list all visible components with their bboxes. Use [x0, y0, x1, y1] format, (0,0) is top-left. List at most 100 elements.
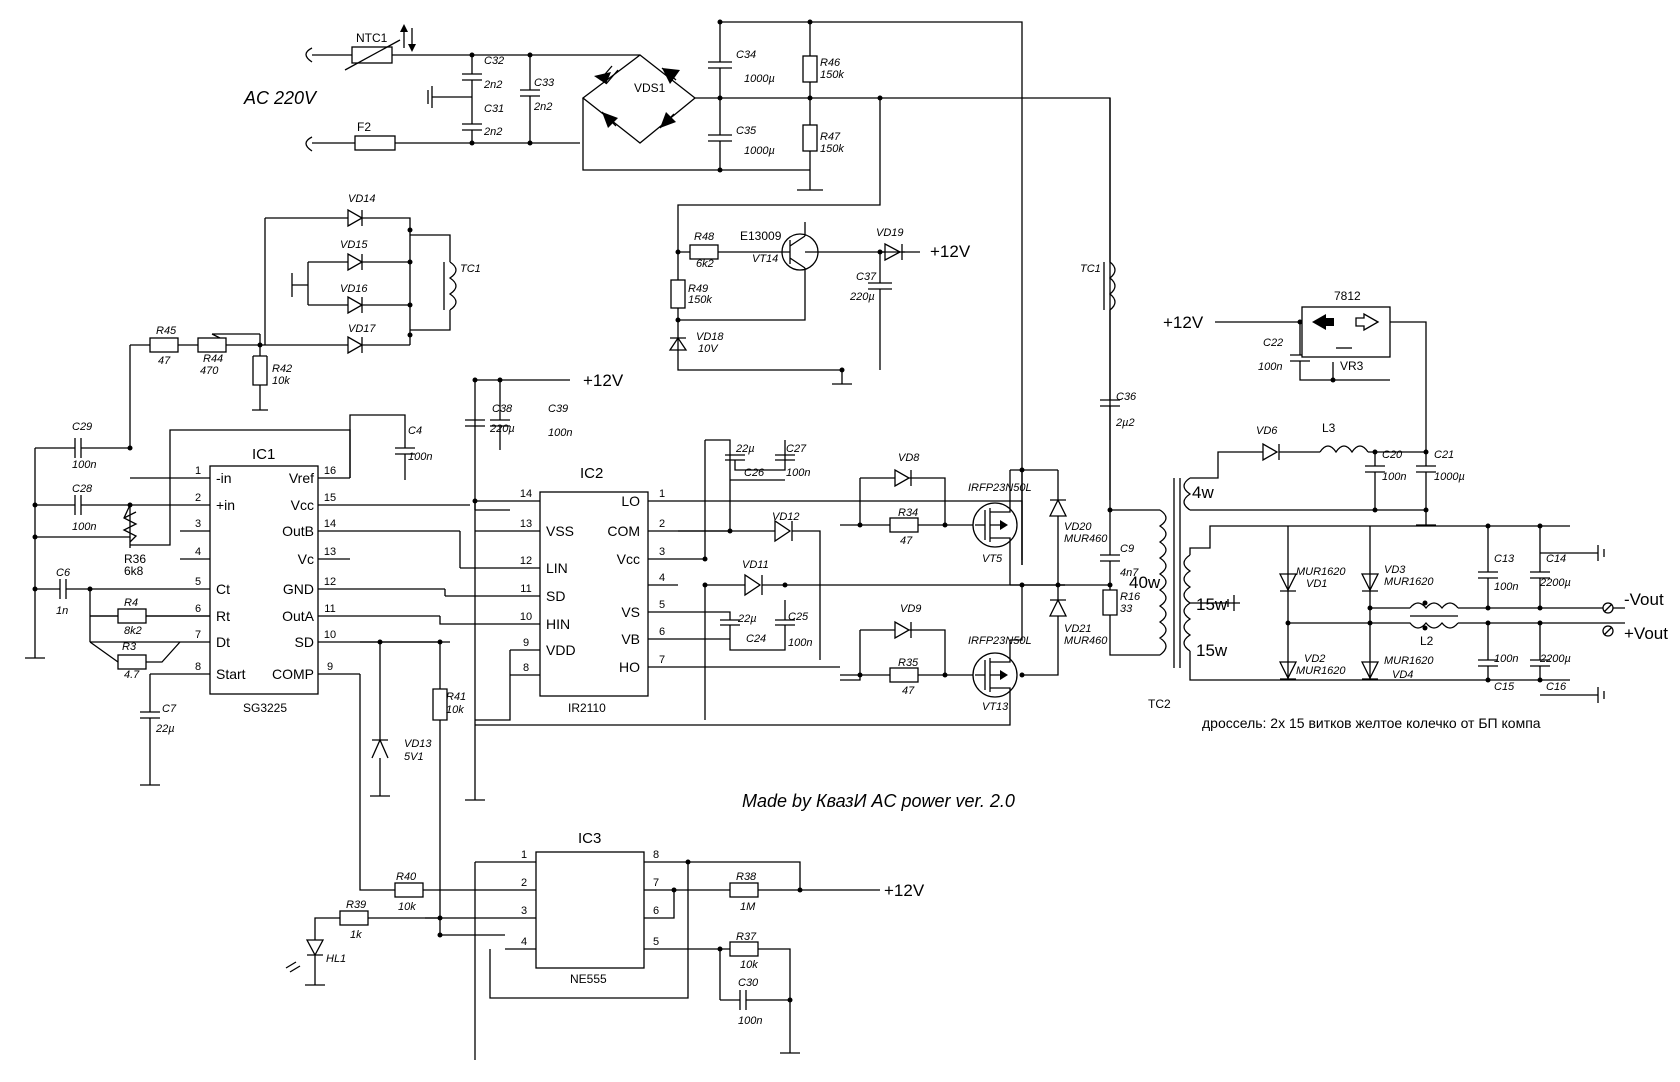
c13-value: 100n	[1494, 581, 1518, 593]
c9-value: 4n7	[1120, 567, 1139, 579]
c9-label: C9	[1120, 543, 1134, 555]
vt13-label: VT13	[982, 701, 1009, 713]
vd20-value: MUR460	[1064, 533, 1108, 545]
c24-value-top: 22µ	[737, 613, 757, 625]
c39-label: C39	[548, 403, 568, 415]
ic2-pin-4-number: 4	[659, 572, 665, 584]
c16-value: 2200µ	[1539, 653, 1571, 665]
c28-label: C28	[72, 483, 93, 495]
minus-vout-label: -Vout	[1624, 590, 1664, 609]
ic1-pin-16-number: 16	[324, 465, 336, 477]
c36-value: 2µ2	[1115, 417, 1135, 429]
ic1-pin-1-number: 1	[195, 465, 201, 477]
vd20-label: VD20	[1064, 521, 1092, 533]
c4-label: C4	[408, 425, 422, 437]
l3-label: L3	[1322, 421, 1336, 435]
c30-label: C30	[738, 977, 759, 989]
c32-label: C32	[484, 55, 504, 67]
c15-label: C15	[1494, 681, 1515, 693]
vd1-label: VD1	[1306, 578, 1327, 590]
ic1-pin-2-name: +in	[216, 497, 235, 513]
plus12-startup: +12V	[930, 242, 971, 261]
c34-value: 1000µ	[744, 73, 775, 85]
r46-value: 150k	[820, 69, 844, 81]
vd18-label: VD18	[696, 331, 724, 343]
ic1-pin-15-number: 15	[324, 492, 336, 504]
vd2-type: MUR1620	[1296, 665, 1346, 677]
f2	[354, 135, 396, 151]
vd13-value: 5V1	[404, 751, 424, 763]
c29-value: 100n	[72, 459, 96, 471]
output-rectifier: MUR1620 VD1 VD3 MUR1620 VD2 MUR1620 MUR1…	[1202, 523, 1668, 731]
ic1-pin-12-name: GND	[283, 581, 314, 597]
vd9-label: VD9	[900, 603, 921, 615]
bulk-capacitors: C34 1000µ C35 1000µ R46 150k R47 150k	[708, 19, 1111, 565]
ic1-pin-5-name: Ct	[216, 581, 230, 597]
c36-label: C36	[1116, 391, 1137, 403]
vd13-label: VD13	[404, 738, 432, 750]
r46-label: R46	[820, 57, 841, 69]
ic3-title: IC3	[578, 830, 601, 847]
c6-label: C6	[56, 567, 71, 579]
vd2-label: VD2	[1304, 653, 1325, 665]
c22-value: 100n	[1258, 361, 1282, 373]
ic1-pin-2-number: 2	[195, 492, 201, 504]
vt14-label: VT14	[752, 253, 778, 265]
w4-label: 4w	[1192, 483, 1214, 502]
ic1-pin-7-name: Dt	[216, 634, 230, 650]
aux-regulator: +12V 7812 VR3 C22 100n VD6 L3 C20 100n C…	[1163, 289, 1465, 526]
ic1-pin-12-number: 12	[324, 576, 336, 588]
c21-value: 1000µ	[1434, 471, 1465, 483]
ic1-pin-11-number: 11	[324, 603, 335, 615]
current-sense-rectifier: VD14 VD15 VD16 VD17 TC1 R45 47 R44 470 R…	[129, 193, 481, 448]
reg-label: 7812	[1334, 289, 1361, 303]
c34-label: C34	[736, 49, 756, 61]
ic3-part: NE555	[570, 972, 607, 986]
r37-value: 10k	[740, 959, 758, 971]
c14-label: C14	[1546, 553, 1566, 565]
plus12-aux: +12V	[1163, 313, 1204, 332]
ic2-pin-9-number: 9	[523, 637, 529, 649]
c20-value: 100n	[1382, 471, 1406, 483]
c16-label: C16	[1546, 681, 1567, 693]
ic1-pin-13-name: Vc	[298, 551, 314, 567]
ic2-pin-7-number: 7	[659, 654, 665, 666]
c39-value: 100n	[548, 427, 572, 439]
ic1-pin-9-name: COMP	[272, 666, 314, 682]
r35-label: R35	[898, 657, 919, 669]
vd8-label: VD8	[898, 452, 920, 464]
l2-label: L2	[1420, 634, 1434, 648]
shutdown-network: VD13 5V1 R41 10k Made by КвазИ AC power …	[360, 639, 1015, 936]
r38-label: R38	[736, 871, 757, 883]
r44-value: 470	[200, 365, 219, 377]
ic1-pin-3-number: 3	[195, 518, 201, 530]
vd21-value: MUR460	[1064, 635, 1108, 647]
tc1-primary-label: TC1	[1080, 263, 1101, 275]
ic2-pin-7-name: HO	[619, 659, 640, 675]
c38-value: 220µ	[489, 423, 515, 435]
r36-label: R36	[124, 552, 146, 566]
ic2-pin-2-number: 2	[659, 518, 665, 530]
ic1-pin-14-number: 14	[324, 518, 336, 530]
c4-value: 100n	[408, 451, 432, 463]
ic2-part: IR2110	[568, 701, 606, 715]
ic1-pin-7-number: 7	[195, 629, 201, 641]
startup-regulator: R48 6k2 E13009 VT14 VD19 +12V R49 150k C…	[668, 98, 971, 385]
ic3-pin-6-number: 6	[653, 905, 659, 917]
ic2-pin-10-name: HIN	[546, 616, 570, 632]
ac-input: NTC1 F2 AC 220V C32 2n2 C31 2n2 C33 2n2	[243, 24, 580, 152]
ic2-pin-3-number: 3	[659, 546, 665, 558]
r37-label: R37	[736, 931, 757, 943]
ic1-pin-4-number: 4	[195, 546, 201, 558]
c31-value: 2n2	[483, 126, 502, 138]
r47-label: R47	[820, 131, 841, 143]
c6-value: 1n	[56, 605, 68, 617]
ic1-pin-13-number: 13	[324, 546, 336, 558]
vd19-label: VD19	[876, 227, 904, 239]
r4-value: 8k2	[124, 625, 142, 637]
